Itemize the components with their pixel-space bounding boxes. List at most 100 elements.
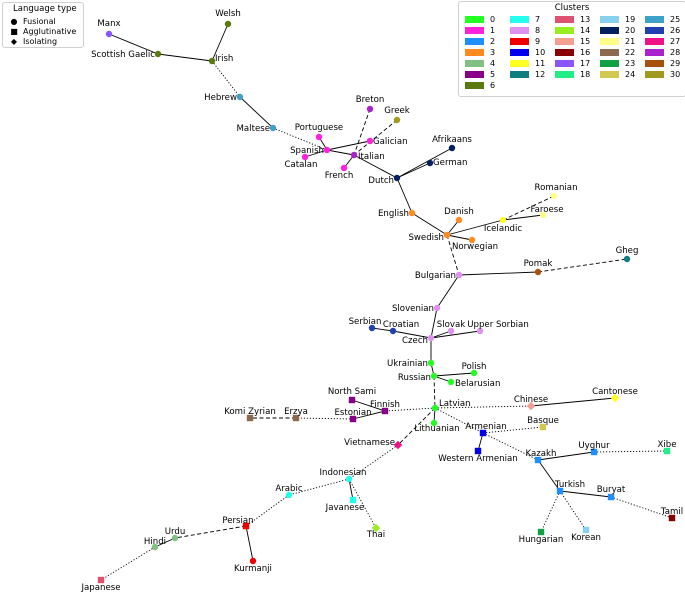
node-icelandic (499, 216, 507, 224)
edge-scottish-gaelic-irish (157, 53, 213, 62)
cluster-swatch-27 (645, 38, 664, 45)
node-label-ukrainian: Ukrainian (387, 359, 428, 369)
node-lithuanian (430, 419, 438, 427)
node-label-korean: Korean (571, 533, 601, 543)
node-western-armenian (474, 447, 482, 455)
cluster-legend-item-7: 7 (510, 15, 540, 24)
node-greek (393, 116, 401, 124)
node-label-javanese: Javanese (325, 503, 365, 513)
cluster-legend-item-4: 4 (465, 59, 495, 68)
edge-latvian-armenian (434, 407, 484, 434)
node-xibe (663, 447, 671, 455)
node-label-welsh: Welsh (215, 9, 241, 19)
node-label-arabic: Arabic (275, 484, 303, 494)
cluster-legend-item-10: 10 (510, 48, 545, 57)
node-dutch (393, 174, 401, 182)
node-manx (105, 30, 113, 38)
node-spanish (323, 146, 331, 154)
node-label-breton: Breton (356, 95, 385, 105)
cluster-swatch-22 (600, 49, 619, 56)
edge-italian-dutch (353, 154, 398, 179)
language-type-legend-title: Language type (13, 4, 77, 14)
node-label-latvian: Latvian (439, 399, 471, 409)
edge-breton-italian (353, 108, 371, 156)
edge-persian-kurmanji (245, 525, 254, 562)
node-javanese (349, 496, 357, 504)
cluster-legend-item-14: 14 (555, 26, 590, 35)
cluster-swatch-20 (600, 27, 619, 34)
node-label-german: German (433, 158, 467, 168)
cluster-label-10: 10 (535, 48, 546, 57)
cluster-legend-item-29: 29 (645, 59, 680, 68)
cluster-legend-item-12: 12 (510, 70, 545, 79)
cluster-swatch-11 (510, 60, 529, 67)
edge-greek-italian (353, 119, 398, 156)
node-label-uyghur: Uyghur (578, 441, 610, 451)
cluster-swatch-12 (510, 71, 529, 78)
node-galician (366, 137, 374, 145)
cluster-legend-item-15: 15 (555, 37, 590, 46)
node-label-slovak: Slovak (437, 320, 465, 330)
node-italian (350, 151, 358, 159)
edge-slovak-czech (430, 330, 452, 339)
node-kazakh (534, 456, 542, 464)
cluster-legend-item-26: 26 (645, 26, 680, 35)
edge-indonesian-javanese (348, 478, 354, 501)
node-label-armenian: Armenian (465, 422, 506, 432)
cluster-label-28: 28 (670, 48, 681, 57)
node-label-urdu: Urdu (165, 527, 186, 537)
edge-danish-swedish (446, 219, 460, 236)
edge-kazakh-turkish (537, 459, 561, 492)
cluster-swatch-7 (510, 16, 529, 23)
node-pomak (534, 268, 542, 276)
edge-vietnamese-indonesian (348, 444, 399, 480)
cluster-legend-item-2: 2 (465, 37, 495, 46)
edge-russian-latvian (433, 375, 436, 409)
node-estonian (349, 415, 357, 423)
cluster-swatch-24 (600, 71, 619, 78)
graph-nodes (97, 20, 676, 584)
cluster-legend-item-13: 13 (555, 15, 590, 24)
cluster-legend-item-16: 16 (555, 48, 590, 57)
cluster-legend-item-5: 5 (465, 70, 495, 79)
cluster-label-19: 19 (625, 15, 636, 24)
cluster-swatch-5 (465, 71, 484, 78)
node-label-swedish: Swedish (408, 233, 444, 243)
edge-afrikaans-dutch (396, 147, 453, 179)
cluster-label-4: 4 (490, 59, 496, 68)
cluster-legend-item-0: 0 (465, 15, 495, 24)
node-russian (430, 372, 438, 380)
node-label-scottish-gaelic: Scottish Gaelic (91, 50, 155, 60)
legend-isolating: ◆Isolating (9, 36, 57, 47)
node-polish (470, 369, 478, 377)
node-label-galician: Galician (373, 137, 408, 147)
edge-polish-russian (433, 372, 475, 377)
node-label-belarusian: Belarusian (455, 379, 500, 389)
node-label-erzya: Erzya (284, 407, 308, 417)
cluster-label-9: 9 (535, 37, 541, 46)
node-label-lithuanian: Lithuanian (414, 424, 459, 434)
node-label-buryat: Buryat (597, 485, 626, 495)
node-hungarian (537, 528, 545, 536)
cluster-swatch-8 (510, 27, 529, 34)
edge-dutch-english (396, 177, 413, 214)
node-label-hindi: Hindi (144, 537, 166, 547)
cluster-legend-item-24: 24 (600, 70, 635, 79)
node-scottish-gaelic (154, 50, 162, 58)
node-swedish (443, 231, 451, 239)
node-danish (455, 216, 463, 224)
node-basque (539, 423, 547, 431)
edge-armenian-basque (482, 426, 544, 434)
node-bulgarian (455, 271, 463, 279)
node-label-komi-zyrian: Komi Zyrian (224, 407, 276, 417)
edge-norwegian-swedish (446, 234, 473, 241)
node-label-croatian: Croatian (383, 320, 419, 330)
legend-agglutinative: ■Agglutinative (9, 26, 76, 37)
cluster-legend-item-22: 22 (600, 48, 635, 57)
edge-latvian-vietnamese (397, 407, 436, 446)
cluster-swatch-17 (555, 60, 574, 67)
node-label-catalan: Catalan (284, 160, 317, 170)
node-label-north-sami: North Sami (328, 387, 376, 397)
cluster-label-8: 8 (535, 26, 541, 35)
cluster-label-12: 12 (535, 70, 546, 79)
